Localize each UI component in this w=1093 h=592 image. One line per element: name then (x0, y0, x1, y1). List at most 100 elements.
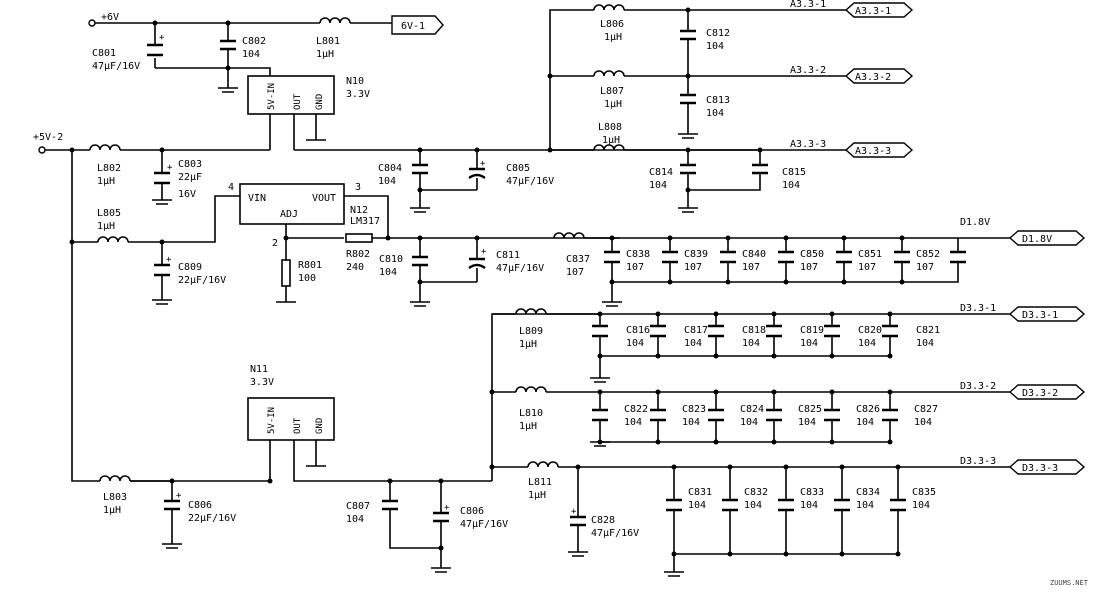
d332-cap-1-value: 104 (624, 417, 642, 428)
d18-cap-2-value: 107 (684, 262, 702, 273)
d331-cap-2-ref: C817 (684, 325, 708, 336)
port-a33-2-label: A3.3-2 (855, 72, 891, 83)
d18-cap-4-ref: C850 (800, 249, 824, 260)
c811-value: 47μF/16V (496, 263, 544, 274)
n12-pin-2: 2 (272, 238, 278, 249)
port-a33-2 (844, 68, 914, 84)
d332-cap-3-ref: C824 (740, 404, 764, 415)
plus-5v-2-label: +5V-2 (33, 132, 63, 143)
l809-inductor (515, 308, 547, 315)
svg-text:+: + (166, 255, 172, 265)
l806-value: 1μH (604, 32, 622, 43)
d332-cap-6-value: 104 (914, 417, 932, 428)
svg-text:+: + (159, 33, 165, 43)
d333-cap-2-value: 104 (744, 500, 762, 511)
d18-cap-2-ref: C839 (684, 249, 708, 260)
c802-value: 104 (242, 49, 260, 60)
d331-cap-2-value: 104 (684, 338, 702, 349)
n10-pin-in: 5V-IN (267, 83, 277, 110)
l811-value: 1μH (528, 490, 546, 501)
n11-pin-gnd: GND (315, 418, 325, 434)
d33-2-rail-label: D3.3-2 (960, 381, 996, 392)
a33-3-rail-label: A3.3-3 (790, 139, 826, 150)
svg-text:+: + (167, 163, 173, 173)
port-a33-1 (844, 2, 914, 18)
c804-value: 104 (378, 176, 396, 187)
c806b-ref: C806 (460, 506, 484, 517)
plus-6v-label: +6V (101, 12, 119, 23)
l809-ref: L809 (519, 326, 543, 337)
svg-text:+: + (176, 491, 182, 501)
r802-resistor (345, 233, 373, 243)
l809-value: 1μH (519, 339, 537, 350)
l810-ref: L810 (519, 408, 543, 419)
l803-ref: L803 (103, 492, 127, 503)
c810-value: 104 (379, 267, 397, 278)
d333-cap-4-value: 104 (856, 500, 874, 511)
d333-cap-1-ref: C831 (688, 487, 712, 498)
c837-ref: C837 (566, 254, 590, 265)
l806-ref: L806 (600, 19, 624, 30)
c806b-value: 47μF/16V (460, 519, 508, 530)
l803-inductor (99, 475, 131, 482)
c807-value: 104 (346, 514, 364, 525)
d332-cap-3-value: 104 (740, 417, 758, 428)
port-d33-1-label: D3.3-1 (1022, 310, 1058, 321)
port-a33-3-label: A3.3-3 (855, 146, 891, 157)
d331-cap-5-value: 104 (858, 338, 876, 349)
n12-pin-3: 3 (355, 182, 361, 193)
c807-ref: C807 (346, 501, 370, 512)
n12-pin-vin: VIN (248, 193, 266, 204)
d18-cap-1-value: 107 (626, 262, 644, 273)
d18-cap-5-ref: C851 (858, 249, 882, 260)
d18-cap-5-value: 107 (858, 262, 876, 273)
d18-rail-label: D1.8V (960, 217, 990, 228)
d18-capacitor-bank: C838107C839107C840107C850107C851107C8521… (584, 235, 1010, 307)
c837-value: 107 (566, 267, 584, 278)
r801-ref: R801 (298, 260, 322, 271)
c815-ref: C815 (782, 167, 806, 178)
d18-cap-4-value: 107 (800, 262, 818, 273)
c813-value: 104 (706, 108, 724, 119)
n10-pin-gnd: GND (315, 94, 325, 110)
watermark: ZUUMS.NET (1050, 579, 1089, 587)
l807-ref: L807 (600, 86, 624, 97)
l801-value: 1μH (316, 49, 334, 60)
d331-cap-1-ref: C816 (626, 325, 650, 336)
n11-regulator (247, 397, 335, 441)
d18-cap-6-value: 107 (916, 262, 934, 273)
l810-inductor (515, 386, 547, 393)
n11-pin-out: OUT (293, 417, 303, 434)
port-a33-3 (844, 142, 914, 158)
n11-ref: N11 (250, 364, 268, 375)
c803-value: 22μF (178, 172, 202, 183)
l807-value: 1μH (604, 99, 622, 110)
n10-ref: N10 (346, 76, 364, 87)
l811-inductor (527, 461, 559, 468)
c812-ref: C812 (706, 28, 730, 39)
c837-inductor (553, 232, 585, 239)
l802-ref: L802 (97, 163, 121, 174)
l811-ref: L811 (528, 477, 552, 488)
r801-resistor (281, 259, 291, 287)
c803-voltage: 16V (178, 189, 196, 200)
a33-1-rail-label: A3.3-1 (790, 0, 826, 10)
d331-cap-1-value: 104 (626, 338, 644, 349)
c801-ref: C801 (92, 48, 116, 59)
d332-cap-1-ref: C822 (624, 404, 648, 415)
d18-cap-6-ref: C852 (916, 249, 940, 260)
c805-ref: C805 (506, 163, 530, 174)
c803-ref: C803 (178, 159, 202, 170)
svg-text:+: + (571, 507, 577, 517)
svg-text:+: + (480, 159, 486, 169)
port-d33-1 (1008, 306, 1086, 322)
l805-inductor (97, 236, 129, 243)
l802-inductor (89, 144, 121, 151)
svg-text:+: + (481, 247, 487, 257)
d33-3-rail-label: D3.3-3 (960, 456, 996, 467)
c801-value: 47μF/16V (92, 61, 140, 72)
d333-cap-3-ref: C833 (800, 487, 824, 498)
d18-cap-3-ref: C840 (742, 249, 766, 260)
port-d33-2-label: D3.3-2 (1022, 388, 1058, 399)
